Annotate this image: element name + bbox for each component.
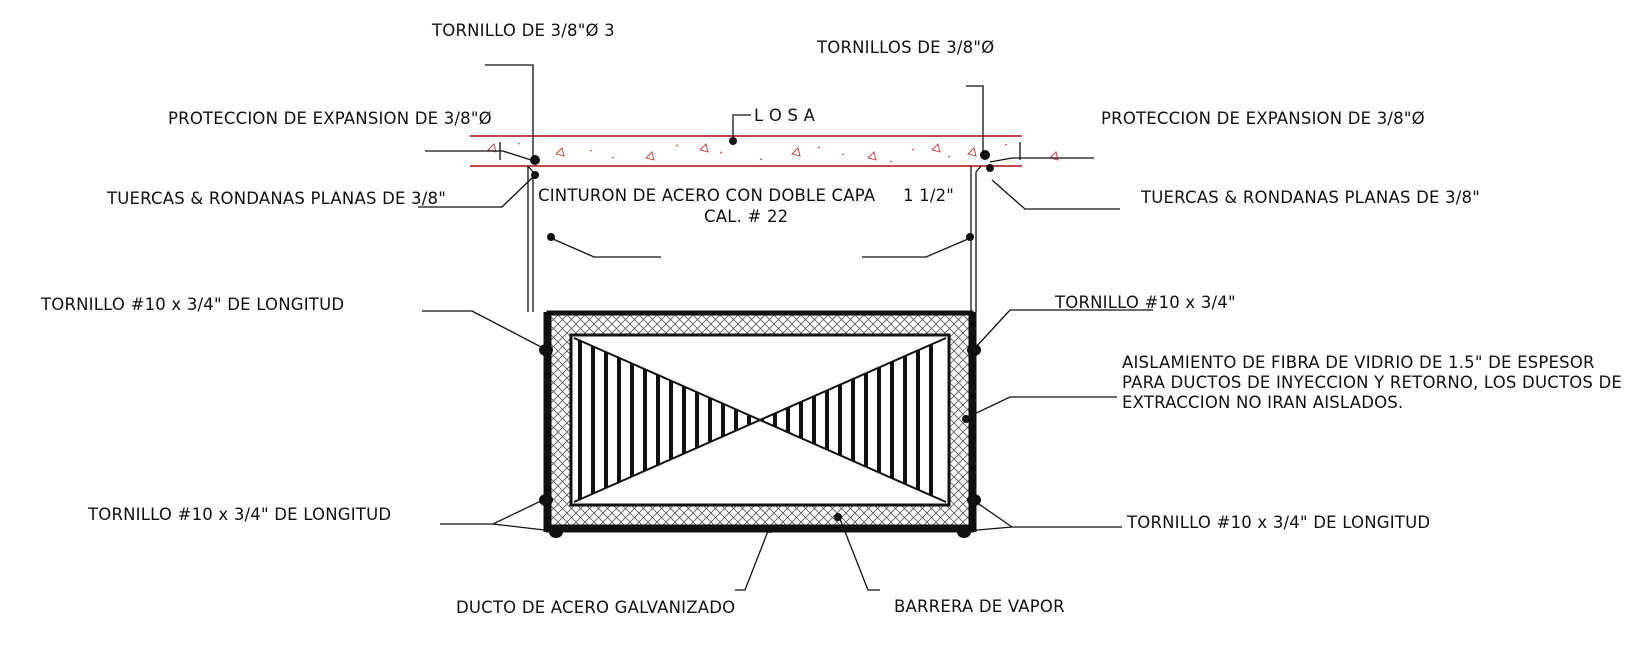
aggregate-speck — [911, 148, 915, 151]
label-tornillo10-left-top: TORNILLO #10 x 3/4" DE LONGITUD — [40, 295, 344, 314]
screw-right-top — [967, 344, 981, 356]
annotations: TORNILLO DE 3/8"Ø 3 TORNILLOS DE 3/8"Ø L… — [40, 21, 1622, 617]
label-aislamiento-3: EXTRACCION NO IRAN AISLADOS. — [1122, 393, 1403, 412]
aggregate-speck — [719, 151, 723, 154]
label-barrera: BARRERA DE VAPOR — [894, 597, 1065, 616]
label-tuercas-right: TUERCAS & RONDANAS PLANAS DE 3/8" — [1140, 188, 1480, 207]
aggregate-mark — [967, 147, 977, 157]
screw-left-top — [539, 344, 553, 356]
duct-section-hatch — [573, 337, 947, 503]
aggregate-speck — [1004, 143, 1008, 146]
label-proteccion-right: PROTECCION DE EXPANSION DE 3/8"Ø — [1101, 109, 1425, 128]
aggregate-mark — [645, 151, 655, 161]
slab — [470, 135, 1059, 167]
label-losa: L O S A — [754, 106, 816, 125]
aggregate-speck — [817, 146, 821, 149]
label-aislamiento-1: AISLAMIENTO DE FIBRA DE VIDRIO DE 1.5" D… — [1122, 353, 1595, 372]
aggregate-mark — [867, 151, 877, 161]
aggregate-mark — [791, 147, 801, 157]
aggregate-speck — [841, 153, 845, 156]
label-tornillo10-right-bottom: TORNILLO #10 x 3/4" DE LONGITUD — [1126, 513, 1430, 532]
duct-assembly — [543, 310, 977, 533]
expansion-bolt-left — [530, 155, 540, 165]
label-tornillo-3-8-3: TORNILLO DE 3/8"Ø 3 — [431, 21, 615, 40]
screw-bottom-right-corner — [957, 526, 971, 538]
label-cinturon-size: 1 1/2" — [903, 186, 954, 205]
slab-marker-dot — [729, 137, 737, 145]
aggregate-mark — [699, 143, 709, 153]
aggregate-speck — [517, 142, 521, 145]
aggregate-speck — [889, 160, 893, 163]
screw-left-bottom — [539, 494, 553, 506]
insulation-outer-edge — [546, 310, 974, 530]
aggregate-speck — [947, 155, 951, 158]
label-tornillo10-left-bottom: TORNILLO #10 x 3/4" DE LONGITUD — [87, 505, 391, 524]
aggregate-speck — [611, 156, 615, 159]
label-aislamiento-2: PARA DUCTOS DE INYECCION Y RETORNO, LOS … — [1122, 373, 1622, 392]
leader-lines — [418, 64, 1153, 591]
aggregate-mark — [555, 147, 565, 157]
label-tornillo10-right-top: TORNILLO #10 x 3/4" — [1054, 293, 1236, 312]
label-tornillos-3-8: TORNILLOS DE 3/8"Ø — [816, 38, 994, 57]
slab-concrete-texture — [487, 142, 1059, 163]
label-cinturon: CINTURON DE ACERO CON DOBLE CAPA — [538, 186, 876, 205]
aggregate-mark — [931, 143, 941, 153]
label-calibre: CAL. # 22 — [704, 207, 788, 226]
label-tuercas-left: TUERCAS & RONDANAS PLANAS DE 3/8" — [106, 189, 446, 208]
aggregate-mark — [1049, 151, 1059, 161]
galvanized-duct — [569, 333, 951, 507]
aggregate-speck — [675, 144, 679, 147]
fasteners — [530, 137, 994, 538]
screw-bottom-left-corner — [549, 526, 563, 538]
label-ducto: DUCTO DE ACERO GALVANIZADO — [456, 598, 735, 617]
steel-strap-left — [527, 165, 534, 312]
label-proteccion-left: PROTECCION DE EXPANSION DE 3/8"Ø — [168, 109, 492, 128]
aggregate-speck — [589, 149, 593, 152]
section-diagonals — [573, 337, 947, 503]
aggregate-speck — [759, 158, 763, 161]
nut-right — [986, 164, 994, 172]
expansion-bolt-right — [980, 150, 990, 160]
